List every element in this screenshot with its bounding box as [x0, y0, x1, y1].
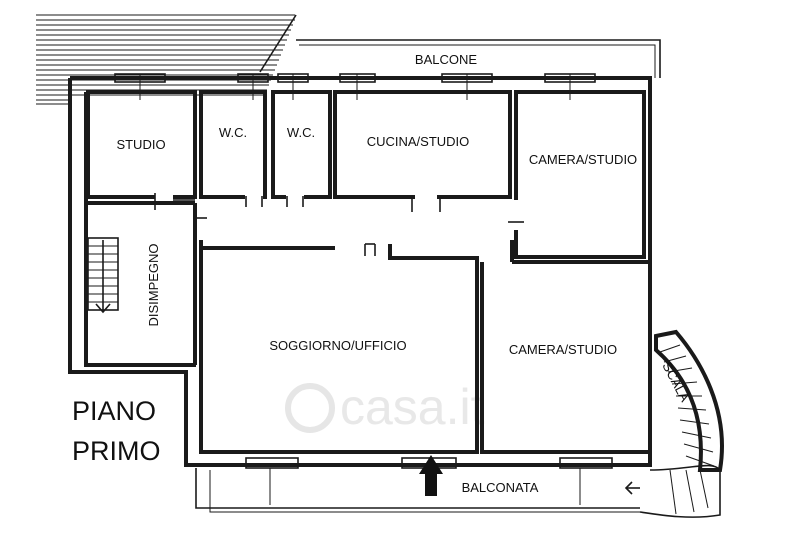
label-soggiorno-ufficio: SOGGIORNO/UFFICIO [269, 338, 406, 353]
floor-label-line-2: PRIMO [72, 436, 161, 466]
label-camera-studio-top: CAMERA/STUDIO [529, 152, 637, 167]
label-balcone: BALCONE [415, 52, 477, 67]
staircase-left [87, 237, 119, 314]
label-disimpegno: DISIMPEGNO [146, 243, 161, 326]
label-cucina-studio: CUCINA/STUDIO [367, 134, 470, 149]
label-wc-1: W.C. [219, 125, 247, 140]
watermark-text: casa.it [340, 379, 485, 435]
internal-walls [88, 201, 650, 454]
floor-label-line-1: PIANO [72, 396, 156, 426]
top-rooms [86, 90, 646, 259]
label-studio: STUDIO [116, 137, 165, 152]
balconata-railing [195, 468, 640, 513]
room-labels: BALCONE STUDIO W.C. W.C. CUCINA/STUDIO C… [116, 52, 692, 495]
label-wc-2: W.C. [287, 125, 315, 140]
label-balconata: BALCONATA [462, 480, 539, 495]
top-windows [114, 73, 596, 100]
watermark: casa.it [285, 379, 485, 435]
label-camera-studio-bottom: CAMERA/STUDIO [509, 342, 617, 357]
floor-label: PIANO PRIMO [72, 396, 161, 466]
spiral-staircase [639, 329, 724, 518]
door-openings [155, 193, 522, 264]
label-scala: SCALA [659, 360, 692, 405]
balcone-railing [296, 39, 661, 78]
entrance-arrow-icon [419, 455, 443, 496]
